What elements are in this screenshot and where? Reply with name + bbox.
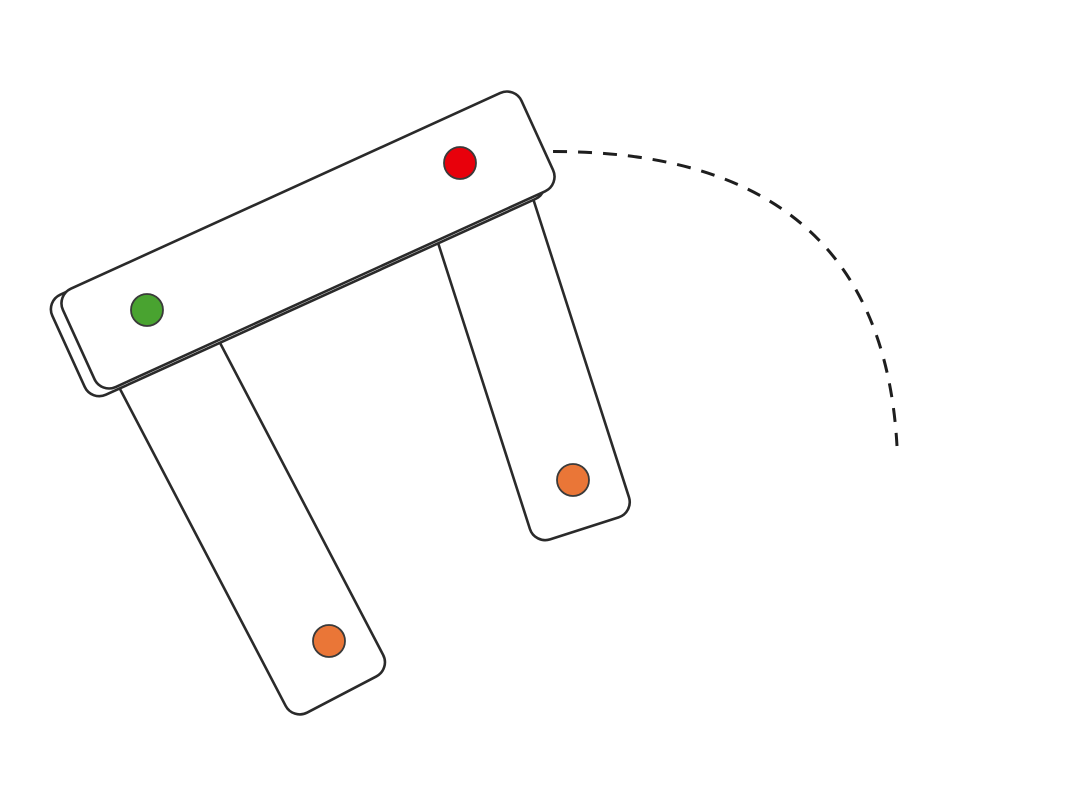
top-bar xyxy=(60,90,556,390)
top-bar-body xyxy=(60,90,556,390)
right-leg-end-dot xyxy=(556,463,590,497)
pivot-joint-dot xyxy=(443,146,477,180)
left-leg-end-dot xyxy=(312,624,346,658)
anchor-joint-dot xyxy=(130,293,164,327)
rotation-arc xyxy=(527,150,899,447)
